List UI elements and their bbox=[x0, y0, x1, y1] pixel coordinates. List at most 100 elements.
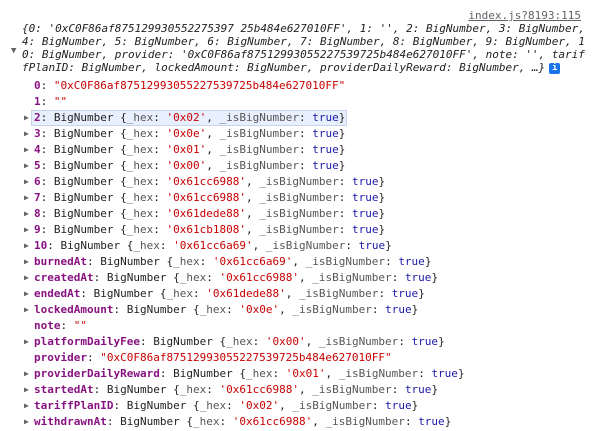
brace-close: } bbox=[418, 287, 425, 300]
hex-key: _hex bbox=[166, 287, 193, 300]
key-separator: : bbox=[153, 175, 167, 188]
is-bignumber-key: _isBigNumber bbox=[219, 143, 299, 156]
tree-row[interactable]: ▶createdAt: BigNumber {_hex: '0x61cc6988… bbox=[0, 270, 603, 286]
string-value: "0xC0F86af87512993055227539725b484e62701… bbox=[53, 79, 346, 92]
hex-key: _hex bbox=[133, 239, 160, 252]
expand-triangle-icon[interactable]: ▶ bbox=[24, 209, 29, 218]
expand-triangle-icon[interactable]: ▶ bbox=[24, 417, 29, 426]
brace-close: } bbox=[378, 223, 386, 236]
hex-value: '0x61cc6988' bbox=[219, 271, 299, 284]
brace-close: } bbox=[338, 159, 346, 172]
boolean-value: true bbox=[431, 367, 458, 380]
key-separator: : bbox=[40, 79, 54, 92]
expand-triangle-icon[interactable]: ▶ bbox=[24, 369, 29, 378]
class-name: BigNumber bbox=[93, 287, 154, 300]
is-bignumber-key: _isBigNumber bbox=[312, 383, 392, 396]
key-separator: : bbox=[40, 111, 54, 124]
key-separator: : bbox=[40, 175, 54, 188]
string-value: "" bbox=[53, 95, 68, 108]
expand-triangle-icon[interactable]: ▶ bbox=[24, 305, 29, 314]
hex-value: '0x61cb1808' bbox=[166, 223, 246, 236]
comma: , bbox=[206, 111, 220, 124]
brace-close: } bbox=[431, 383, 439, 396]
tree-row[interactable]: ▶2: BigNumber {_hex: '0x02', _isBigNumbe… bbox=[0, 110, 603, 126]
key-separator: : bbox=[159, 367, 174, 380]
expand-triangle-icon[interactable]: ▶ bbox=[24, 193, 29, 202]
expand-triangle-icon[interactable]: ▶ bbox=[24, 129, 29, 138]
expand-triangle-icon[interactable]: ▶ bbox=[24, 145, 29, 154]
expand-triangle-icon[interactable]: ▶ bbox=[24, 385, 29, 394]
is-bignumber-key: _isBigNumber bbox=[298, 287, 379, 300]
tree-row[interactable]: ▶providerDailyReward: BigNumber {_hex: '… bbox=[0, 366, 603, 382]
brace-open: { bbox=[113, 191, 127, 204]
brace-open: { bbox=[186, 399, 200, 412]
hex-key: _hex bbox=[126, 191, 154, 204]
tree-row[interactable]: ▶8: BigNumber {_hex: '0x61dede88', _isBi… bbox=[0, 206, 603, 222]
tree-row[interactable]: ▶7: BigNumber {_hex: '0x61cc6988', _isBi… bbox=[0, 190, 603, 206]
tree-row[interactable]: ▶6: BigNumber {_hex: '0x61cc6988', _isBi… bbox=[0, 174, 603, 190]
key-separator: : bbox=[206, 271, 220, 284]
property-key: 3 bbox=[34, 127, 41, 140]
brace-open: { bbox=[113, 143, 127, 156]
expand-triangle-icon[interactable]: ▶ bbox=[24, 161, 29, 170]
comma: , bbox=[206, 143, 220, 156]
object-summary[interactable]: {0: '0xC0F86af875129930552275397 25b484e… bbox=[22, 22, 590, 74]
key-separator: : bbox=[40, 191, 54, 204]
tree-row[interactable]: ▶3: BigNumber {_hex: '0x0e', _isBigNumbe… bbox=[0, 126, 603, 142]
boolean-value: true bbox=[398, 255, 425, 268]
tree-row[interactable]: 0: "0xC0F86af87512993055227539725b484e62… bbox=[0, 78, 603, 94]
expand-triangle-icon[interactable]: ▶ bbox=[24, 289, 29, 298]
property-key: tariffPlanID bbox=[34, 399, 114, 412]
tree-row[interactable]: ▶withdrawnAt: BigNumber {_hex: '0x61cc69… bbox=[0, 414, 603, 430]
is-bignumber-key: _isBigNumber bbox=[312, 271, 392, 284]
boolean-value: true bbox=[312, 159, 339, 172]
tree-row[interactable]: ▶9: BigNumber {_hex: '0x61cb1808', _isBi… bbox=[0, 222, 603, 238]
hex-key: _hex bbox=[173, 255, 200, 268]
hex-key: _hex bbox=[199, 399, 227, 412]
tree-row[interactable]: 1: "" bbox=[0, 94, 603, 110]
comma: , bbox=[298, 383, 313, 396]
hex-value: '0x0e' bbox=[239, 303, 280, 316]
source-link[interactable]: index.js?8193:115 bbox=[468, 9, 581, 22]
key-separator: : bbox=[40, 223, 54, 236]
brace-open: { bbox=[120, 239, 134, 252]
class-name: BigNumber bbox=[106, 271, 167, 284]
expand-arrow-icon[interactable]: ▼ bbox=[11, 46, 17, 56]
object-tree: 0: "0xC0F86af87512993055227539725b484e62… bbox=[0, 78, 603, 430]
tree-row[interactable]: provider: "0xC0F86af87512993055227539725… bbox=[0, 350, 603, 366]
string-value: "0xC0F86af87512993055227539725b484e62701… bbox=[100, 351, 392, 364]
tree-row[interactable]: ▶lockedAmount: BigNumber {_hex: '0x0e', … bbox=[0, 302, 603, 318]
tree-row[interactable]: ▶endedAt: BigNumber {_hex: '0x61dede88',… bbox=[0, 286, 603, 302]
class-name: BigNumber bbox=[53, 175, 114, 188]
expand-triangle-icon[interactable]: ▶ bbox=[24, 337, 29, 346]
hex-value: '0x00' bbox=[166, 159, 207, 172]
tree-row[interactable]: ▶startedAt: BigNumber {_hex: '0x61cc6988… bbox=[0, 382, 603, 398]
comma: , bbox=[305, 335, 319, 348]
expand-triangle-icon[interactable]: ▶ bbox=[24, 241, 29, 250]
tree-row[interactable]: ▶4: BigNumber {_hex: '0x01', _isBigNumbe… bbox=[0, 142, 603, 158]
summary-text: {0: '0xC0F86af875129930552275397 25b484e… bbox=[22, 22, 585, 74]
expand-triangle-icon[interactable]: ▶ bbox=[24, 177, 29, 186]
brace-open: { bbox=[113, 127, 127, 140]
tree-row[interactable]: ▶tariffPlanID: BigNumber {_hex: '0x02', … bbox=[0, 398, 603, 414]
info-icon[interactable]: i bbox=[549, 62, 561, 74]
expand-triangle-icon[interactable]: ▶ bbox=[24, 113, 29, 122]
tree-row[interactable]: ▶10: BigNumber {_hex: '0x61cc6a69', _isB… bbox=[0, 238, 603, 254]
property-key: 9 bbox=[34, 223, 41, 236]
is-bignumber-key: _isBigNumber bbox=[259, 191, 339, 204]
expand-triangle-icon[interactable]: ▶ bbox=[24, 401, 29, 410]
tree-row[interactable]: ▶5: BigNumber {_hex: '0x00', _isBigNumbe… bbox=[0, 158, 603, 174]
key-separator: : bbox=[252, 335, 266, 348]
hex-value: '0x61dede88' bbox=[166, 207, 246, 220]
tree-row[interactable]: ▶platformDailyFee: BigNumber {_hex: '0x0… bbox=[0, 334, 603, 350]
expand-triangle-icon[interactable]: ▶ bbox=[24, 273, 29, 282]
expand-triangle-icon[interactable]: ▶ bbox=[24, 225, 29, 234]
key-separator: : bbox=[86, 351, 101, 364]
property-key: 5 bbox=[34, 159, 41, 172]
boolean-value: true bbox=[418, 415, 445, 428]
expand-triangle-icon[interactable]: ▶ bbox=[24, 257, 29, 266]
tree-row[interactable]: ▶burnedAt: BigNumber {_hex: '0x61cc6a69'… bbox=[0, 254, 603, 270]
key-separator: : bbox=[391, 383, 405, 396]
tree-row[interactable]: note: "" bbox=[0, 318, 603, 334]
key-separator: : bbox=[40, 159, 54, 172]
